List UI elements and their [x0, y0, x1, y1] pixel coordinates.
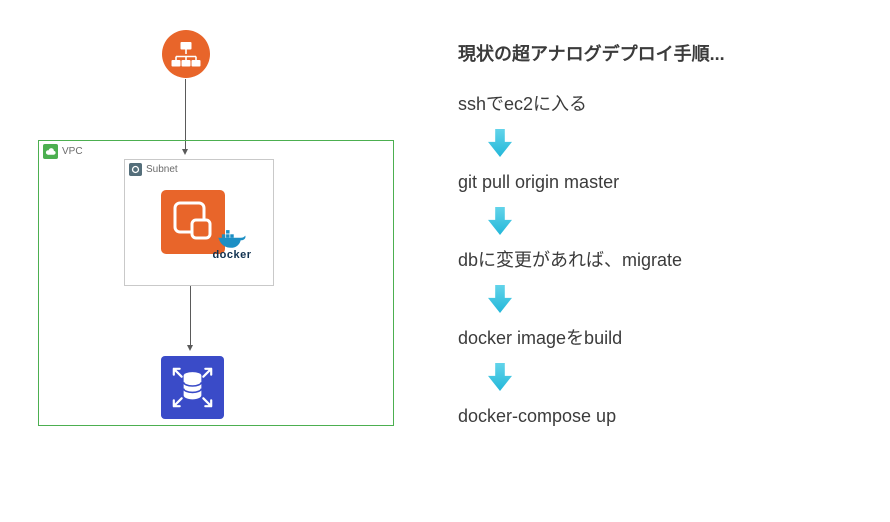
- docker-whale-icon: [217, 228, 247, 249]
- down-arrow-icon: [488, 207, 512, 235]
- steps-title: 現状の超アナログデプロイ手順...: [458, 44, 725, 64]
- deploy-steps-panel: 現状の超アナログデプロイ手順... sshでec2に入る git pull or…: [458, 42, 868, 428]
- down-arrow-icon: [488, 129, 512, 157]
- vpc-icon: [43, 144, 58, 159]
- subnet-group-box: Subnet: [124, 159, 274, 286]
- down-arrow-icon: [488, 363, 512, 391]
- subnet-label-row: Subnet: [129, 163, 178, 176]
- internet-node-icon: [162, 30, 210, 78]
- arrow-subnet-to-database: [187, 286, 193, 351]
- arrow-internet-to-subnet: [182, 79, 188, 155]
- step-text: docker-compose up: [458, 406, 617, 426]
- step-text: git pull origin master: [458, 172, 620, 192]
- docker-logo: docker: [205, 228, 259, 261]
- step-text: docker imageをbuild: [458, 328, 623, 348]
- subnet-label: Subnet: [146, 164, 178, 175]
- subnet-icon: [129, 163, 142, 176]
- down-arrow-icon: [488, 285, 512, 313]
- ecs-container-icon: [161, 190, 225, 254]
- vpc-label: VPC: [62, 146, 83, 157]
- vpc-label-row: VPC: [43, 144, 83, 159]
- step-text: dbに変更があれば、migrate: [458, 250, 683, 270]
- vpc-group-box: VPC Subnet: [38, 140, 394, 426]
- step-text: sshでec2に入る: [458, 94, 588, 114]
- docker-label: docker: [212, 249, 252, 261]
- rds-database-icon: [161, 356, 224, 419]
